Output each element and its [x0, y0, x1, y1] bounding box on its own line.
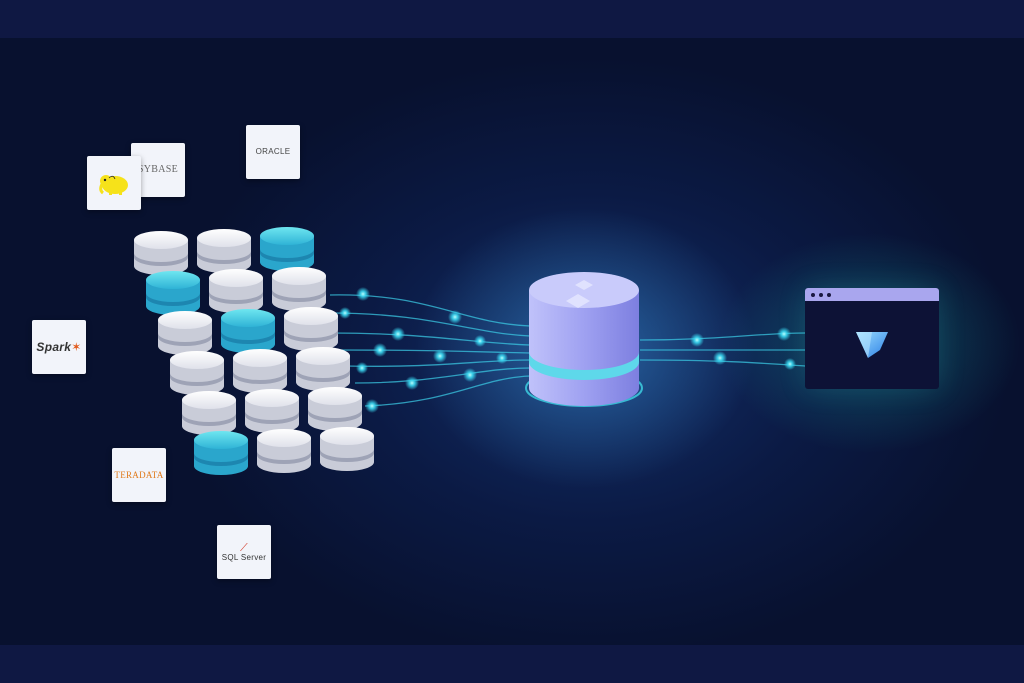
- sql-server-logo: ⟋ SQL Server: [217, 525, 271, 579]
- flow-particle: [784, 358, 796, 370]
- flow-particle: [463, 368, 477, 382]
- teal-database-stack: [146, 271, 200, 315]
- flow-particle: [496, 352, 508, 364]
- spark-label: Spark: [36, 340, 72, 354]
- flow-particle: [713, 351, 727, 365]
- gem-icon: [856, 332, 888, 358]
- white-database-stack: [134, 231, 188, 275]
- flow-line: [344, 359, 531, 367]
- white-database-stack: [320, 427, 374, 471]
- flow-particle: [373, 343, 387, 357]
- teal-database-stack: [194, 431, 248, 475]
- flow-particle: [356, 287, 370, 301]
- bottom-border: [0, 645, 1024, 683]
- sybase-label: SYBASE: [137, 164, 179, 175]
- flow-line: [329, 312, 531, 337]
- white-database-stack: [284, 307, 338, 351]
- flow-line: [329, 332, 531, 346]
- window-dot: [811, 292, 815, 297]
- flow-line: [354, 367, 531, 384]
- teal-database-stack: [221, 309, 275, 353]
- flow-particle: [777, 327, 791, 341]
- white-database-stack: [170, 351, 224, 395]
- white-database-stack: [209, 269, 263, 313]
- teradata-logo: TERADATA: [112, 448, 166, 502]
- flow-layer: [134, 208, 1020, 488]
- data-migration-scene: ORACLE SYBASE Spark ✶ TERADATA ⟋: [0, 38, 1024, 645]
- flow-particle: [365, 399, 379, 413]
- flow-particles: [339, 287, 796, 413]
- teal-database-stack: [260, 227, 314, 271]
- teradata-label: TERADATA: [114, 469, 164, 480]
- white-database-stack: [245, 389, 299, 433]
- hadoop-elephant-icon: [87, 156, 141, 210]
- white-database-stack: [296, 347, 350, 391]
- flow-particle: [391, 327, 405, 341]
- flow-particle: [433, 349, 447, 363]
- white-database-stack: [197, 229, 251, 273]
- flow-particle: [405, 376, 419, 390]
- white-database-stack: [182, 391, 236, 435]
- sql-server-icon: ⟋: [240, 541, 248, 554]
- sql-server-label: SQL Server: [221, 552, 267, 562]
- white-database-stack: [158, 311, 212, 355]
- window-dot: [827, 292, 831, 297]
- top-border: [0, 0, 1024, 38]
- flow-line: [364, 375, 531, 407]
- flow-particle: [690, 333, 704, 347]
- central-database-icon: [525, 272, 643, 407]
- window-dot: [819, 292, 823, 297]
- flow-particle: [448, 310, 462, 324]
- oracle-logo: ORACLE: [246, 125, 300, 179]
- window-titlebar: [805, 288, 939, 301]
- incoming-flows: [329, 294, 531, 407]
- oracle-label: ORACLE: [255, 147, 291, 156]
- white-database-stack: [272, 267, 326, 311]
- source-database-grid: [134, 227, 374, 475]
- spark-star-icon: ✶: [71, 339, 82, 354]
- white-database-stack: [308, 387, 362, 431]
- flow-particle: [474, 335, 486, 347]
- flow-particle: [339, 307, 351, 319]
- flow-particle: [356, 362, 368, 374]
- spark-logo: Spark ✶: [32, 320, 86, 374]
- white-database-stack: [257, 429, 311, 473]
- destination-window: [805, 288, 939, 389]
- white-database-stack: [233, 349, 287, 393]
